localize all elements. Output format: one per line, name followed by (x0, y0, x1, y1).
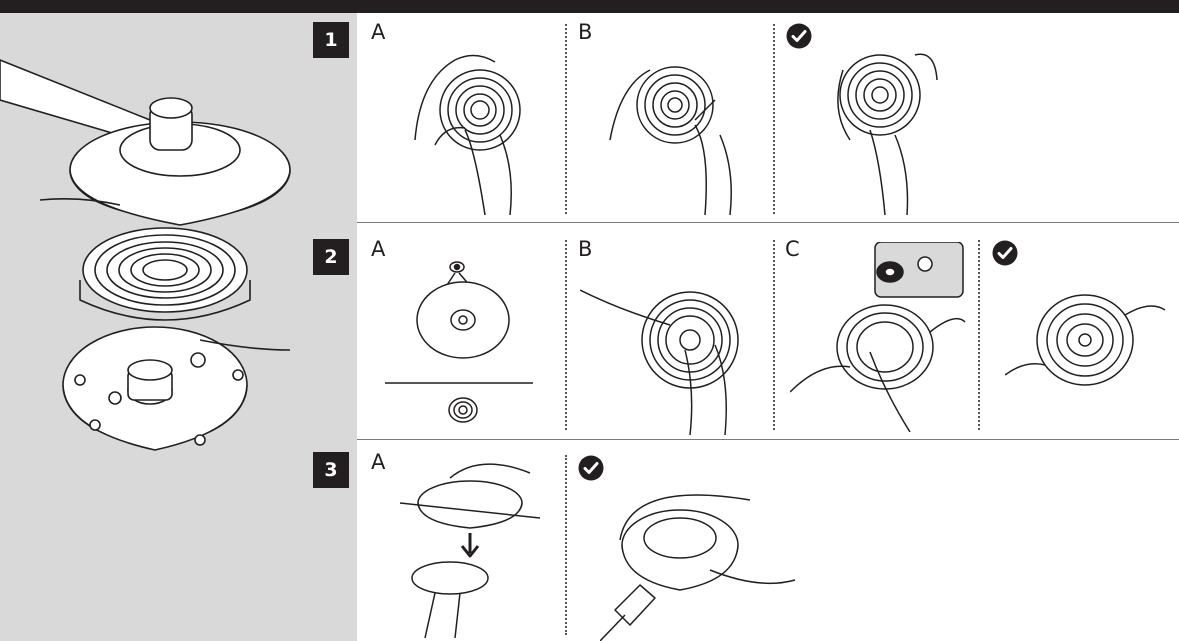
divider-1ab (565, 24, 567, 214)
step-1-result-illustration (825, 40, 945, 215)
step-number-3: 3 (313, 452, 349, 488)
row-divider-2 (357, 439, 1179, 440)
divider-2c-check (978, 240, 980, 430)
step-1-sub-b: B (578, 22, 592, 43)
step-2b-illustration (580, 270, 760, 435)
checkmark-circle-icon (992, 240, 1018, 266)
row-divider-1 (357, 222, 1179, 223)
step-1-sub-a: A (371, 22, 385, 43)
step-3a-illustration (400, 448, 550, 638)
checkmark-circle-icon (786, 23, 812, 49)
step-1b-illustration (600, 40, 750, 215)
step-2-sub-b: B (578, 239, 592, 260)
step-3-result-illustration (600, 480, 800, 641)
divider-2ab (565, 240, 567, 430)
checkmark-circle-icon (578, 455, 604, 481)
exploded-view-panel (0, 13, 357, 641)
step-number-1: 1 (313, 22, 349, 58)
step-2-result-illustration (1005, 275, 1170, 415)
step-2-sub-a: A (371, 239, 385, 260)
step-number-2: 2 (313, 239, 349, 275)
divider-2bc (773, 240, 775, 430)
step-2a-illustration (385, 255, 545, 435)
divider-1b-check (773, 24, 775, 214)
step-3-sub-a: A (371, 452, 385, 473)
step-2c-illustration (790, 242, 970, 432)
step-1a-illustration (395, 40, 545, 215)
divider-3a-check (565, 455, 567, 635)
trimmer-head-exploded-illustration (0, 13, 357, 641)
top-bar (0, 0, 1179, 13)
